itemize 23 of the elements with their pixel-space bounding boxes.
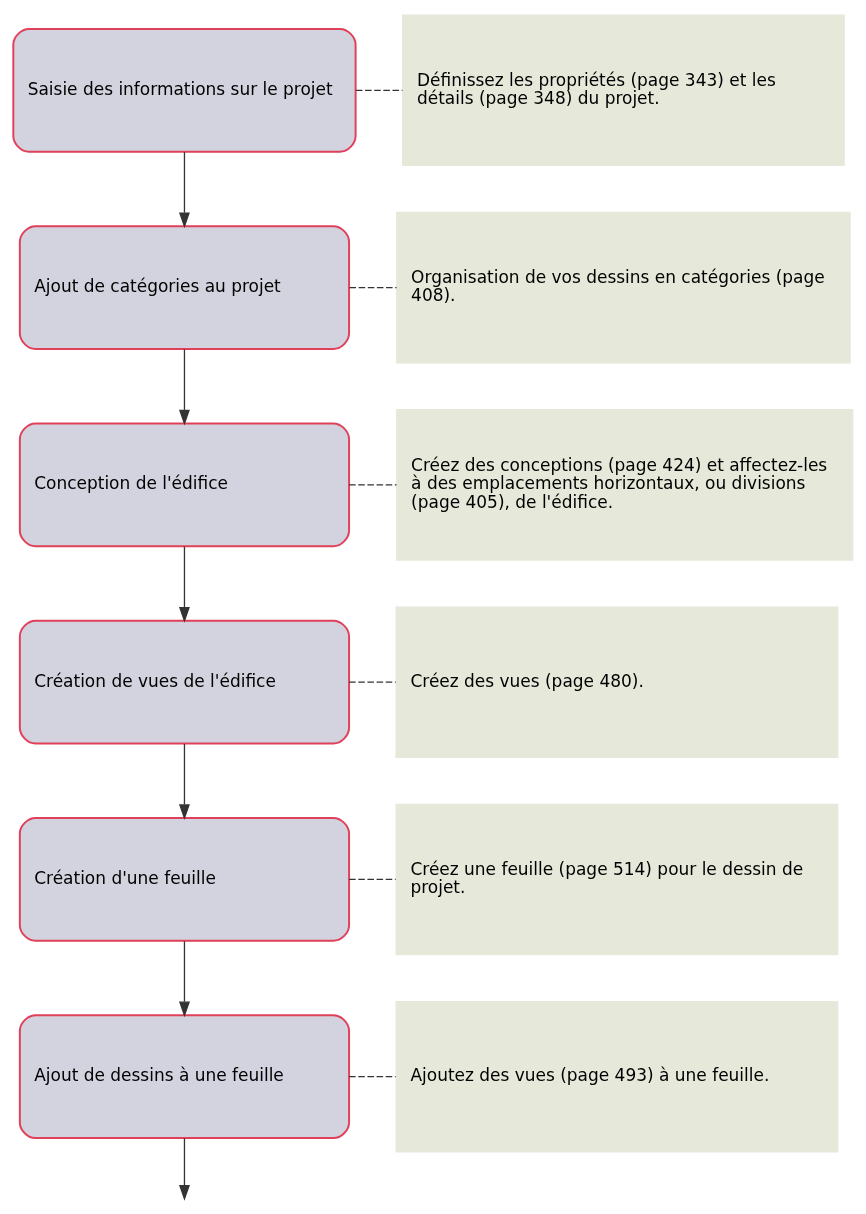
node-box: Ajoutez des vues (page 493) à une feuille. [395, 1000, 839, 1152]
node-box: Ajout de catégories au projet [18, 224, 351, 350]
node-box: Création d'une feuille [18, 816, 351, 942]
node-box: Créez des conceptions (page 424) et affectez-les à des emplacements horizontaux, ou divisions (page 405), de l'édifice. [396, 408, 854, 561]
arrow [178, 348, 190, 425]
node-box: Création de vues de l'édifice [18, 619, 351, 745]
node-box: Ajout de dessins à une feuille [18, 1013, 351, 1139]
arrow [178, 151, 190, 228]
arrow [178, 742, 190, 820]
node-box: Définissez les propriétés (page 343) et les détails (page 348) du projet. [401, 14, 845, 166]
connector [348, 483, 398, 486]
node-box: Organisation de vos dessins en catégories (page 408). [396, 211, 851, 363]
node-box: Saisie des informations sur le projet [12, 27, 357, 153]
connector [348, 878, 397, 880]
node-box: Créez une feuille (page 514) pour le dessin de projet. [395, 803, 839, 955]
arrow [178, 1137, 190, 1201]
node-box: Créez des vues (page 480). [395, 605, 839, 758]
node-box: Conception de l'édifice [18, 422, 351, 547]
connector [348, 1075, 397, 1077]
arrow [178, 545, 190, 623]
connector [348, 286, 398, 288]
arrow [178, 940, 190, 1017]
connector [348, 681, 397, 683]
